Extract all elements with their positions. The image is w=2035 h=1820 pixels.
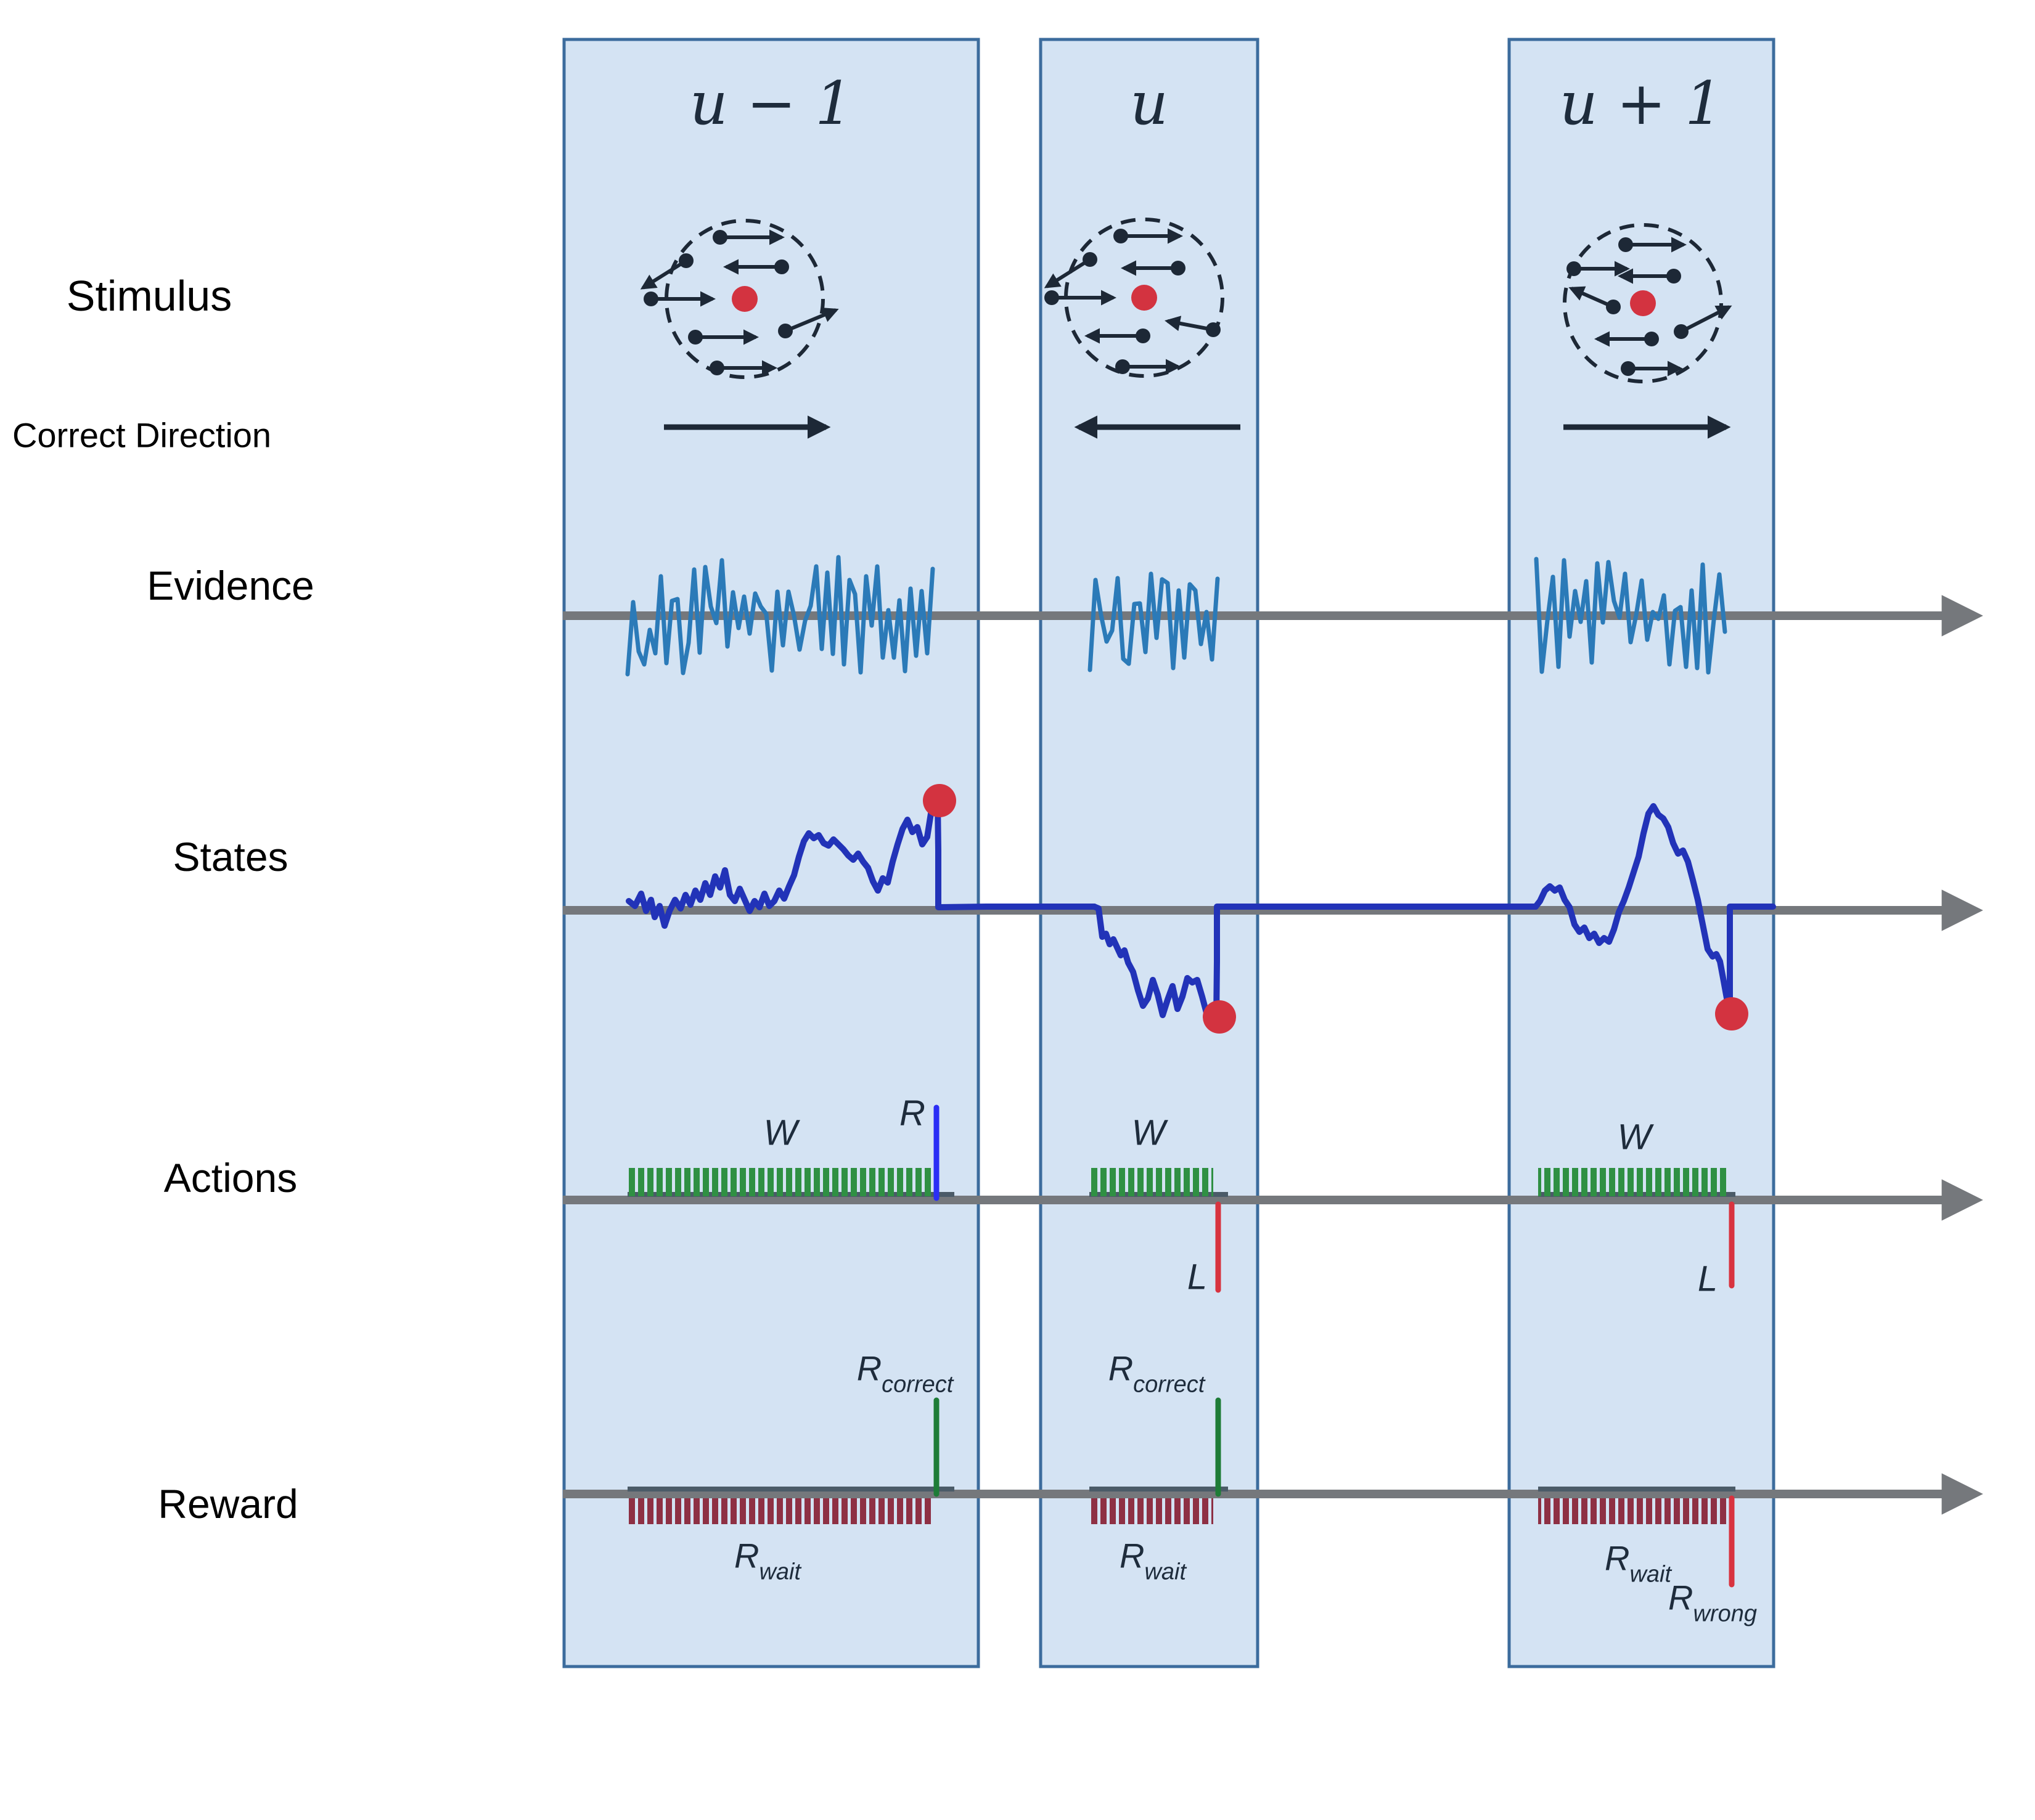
row-label-states: States	[173, 834, 289, 879]
moving-dot-icon	[688, 330, 703, 345]
wait-comb-u	[1089, 1168, 1213, 1196]
action-right-label: R	[899, 1093, 925, 1133]
state-trace-u-plus-1	[1533, 803, 1776, 1015]
decision-dots	[923, 784, 1748, 1034]
stimulus-icon-1	[640, 219, 839, 379]
reward-symbol: R	[1119, 1536, 1145, 1575]
reward-sub-wait: wait	[759, 1559, 801, 1585]
action-wait-combs	[628, 1168, 1727, 1196]
reward-spikes	[933, 1397, 1735, 1588]
reward-symbol: R	[1668, 1578, 1693, 1617]
reward-wait-comb-u-plus-1	[1538, 1498, 1727, 1524]
action-spikes	[933, 1104, 1735, 1293]
evidence-trace-u-minus-1	[625, 555, 935, 677]
dot-motion-arrow-icon	[640, 259, 687, 290]
moving-dot-icon	[774, 259, 789, 274]
reward-wrong-label: Rwrong	[1668, 1578, 1757, 1628]
row-label-reward: Reward	[158, 1481, 298, 1527]
reward-correct-label: Rcorrect	[857, 1349, 954, 1398]
evidence-trace-u-plus-1	[1534, 557, 1727, 675]
time-axes	[563, 595, 1983, 1515]
row-label-correct-direction: Correct Direction	[12, 415, 272, 455]
decision-dot-icon	[1203, 1000, 1236, 1034]
moving-dot-icon	[1206, 322, 1221, 337]
moving-dot-icon	[1136, 328, 1150, 343]
reward-sub-wrong: wrong	[1693, 1601, 1757, 1627]
fixation-dot-icon	[732, 286, 758, 312]
stimulus-aperture-circle	[1064, 218, 1224, 378]
reward-symbol: R	[856, 1349, 882, 1388]
reward-symbol: R	[734, 1536, 760, 1575]
action-left-label: L	[1697, 1259, 1718, 1299]
reward-correct-label: Rcorrect	[1108, 1349, 1205, 1398]
dot-motion-arrow-icon	[1568, 286, 1615, 309]
reward-sub-correct: correct	[1133, 1371, 1205, 1398]
moving-dot-icon	[1083, 252, 1097, 267]
moving-dot-icon	[1618, 237, 1633, 252]
decision-dot-icon	[1715, 997, 1748, 1030]
dot-motion-arrow-icon	[1165, 316, 1214, 332]
reward-wait-combs	[628, 1498, 1727, 1524]
moving-dot-icon	[710, 361, 724, 375]
moving-dot-icon	[679, 253, 694, 268]
moving-dot-icon	[1113, 229, 1128, 243]
stimulus-aperture-circle	[665, 219, 825, 379]
decision-dot-icon	[923, 784, 956, 817]
action-left-label: L	[1187, 1257, 1208, 1297]
reward-wait-label: Rwait	[1120, 1536, 1186, 1586]
dot-motion-arrow-icon	[1044, 258, 1091, 288]
evidence-traces	[625, 555, 1727, 677]
reward-wait-comb-u-minus-1	[628, 1498, 933, 1524]
wait-label: W	[1131, 1112, 1166, 1153]
trial-column-u	[1039, 38, 1259, 1668]
stimulus-icon-2	[1044, 218, 1224, 378]
evidence-trace-u	[1087, 571, 1220, 672]
trial-columns	[562, 38, 1775, 1668]
moving-dot-icon	[1606, 300, 1621, 314]
wait-label: W	[763, 1112, 798, 1153]
wait-comb-u-minus-1	[628, 1168, 933, 1196]
moving-dot-icon	[1644, 332, 1659, 346]
stimulus-icon-3	[1563, 223, 1732, 383]
reward-symbol: R	[1108, 1349, 1134, 1388]
moving-dot-icon	[644, 292, 658, 306]
row-label-evidence: Evidence	[147, 563, 314, 608]
trial-header-u: u	[1130, 69, 1168, 138]
moving-dot-icon	[1621, 361, 1636, 376]
reward-symbol: R	[1604, 1538, 1630, 1578]
reward-sub-correct: correct	[882, 1371, 954, 1398]
moving-dot-icon	[778, 324, 793, 338]
wait-comb-u-plus-1	[1538, 1168, 1727, 1196]
reward-wait-comb-u	[1089, 1498, 1213, 1524]
moving-dot-icon	[1674, 324, 1689, 339]
trial-header-u-plus-1: u + 1	[1559, 69, 1723, 138]
stimulus-aperture-circle	[1563, 223, 1723, 383]
fixation-dot-icon	[1630, 290, 1656, 316]
dot-motion-arrow-icon	[784, 308, 839, 333]
fixation-dot-icon	[1131, 285, 1157, 311]
dot-motion-arrow-icon	[1680, 305, 1732, 333]
row-label-actions: Actions	[163, 1155, 298, 1201]
trial-header-u-minus-1: u − 1	[689, 69, 853, 138]
reward-sub-wait: wait	[1629, 1561, 1672, 1588]
state-trace-u-minus-1	[626, 799, 1097, 929]
moving-dot-icon	[1666, 269, 1681, 284]
reward-sub-wait: wait	[1144, 1559, 1187, 1585]
wait-label: W	[1617, 1117, 1652, 1157]
trial-column-u-minus-1	[562, 38, 980, 1668]
reward-wait-label: Rwait	[1605, 1538, 1671, 1588]
reward-wait-label: Rwait	[734, 1536, 801, 1586]
moving-dot-icon	[1115, 359, 1130, 374]
row-label-stimulus: Stimulus	[66, 272, 232, 320]
moving-dot-icon	[1566, 261, 1581, 276]
moving-dot-icon	[1171, 261, 1185, 275]
moving-dot-icon	[713, 230, 727, 245]
moving-dot-icon	[1044, 290, 1059, 305]
